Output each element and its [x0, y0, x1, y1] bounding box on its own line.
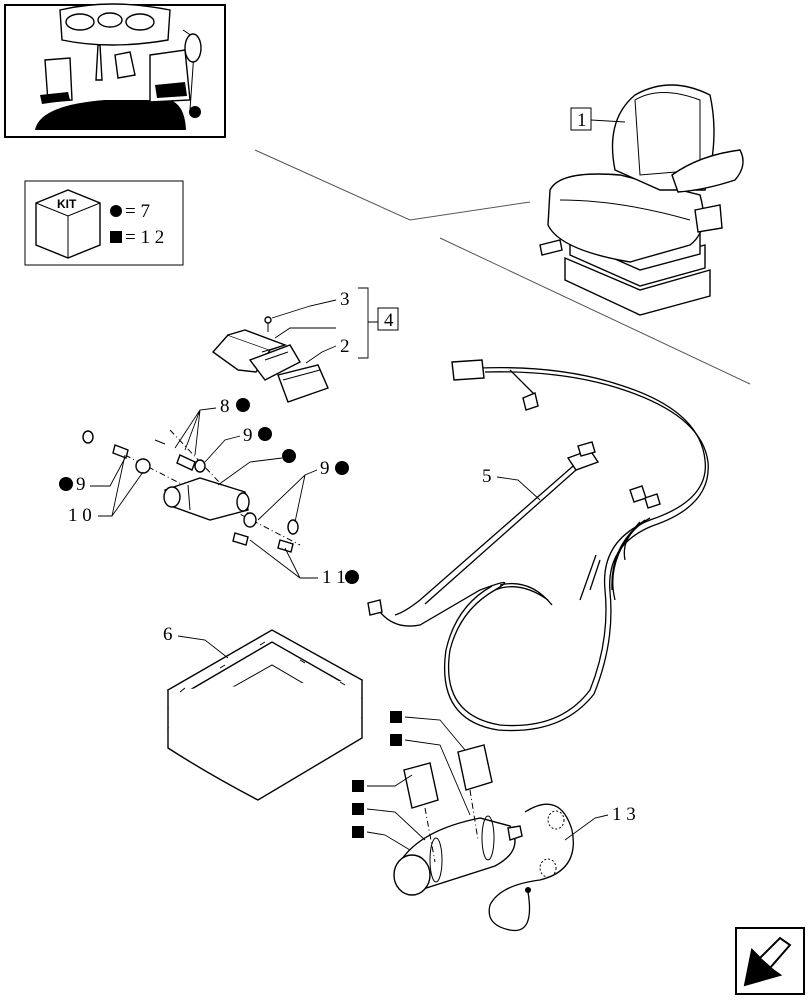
footrest-bracket[interactable] [211, 316, 301, 381]
callout-1: 1 [570, 107, 626, 131]
seat-bellows[interactable] [166, 629, 364, 801]
footrest-pad[interactable] [277, 364, 329, 403]
callout-4: 4 [358, 287, 399, 359]
callout-unlabeled-dot [217, 449, 296, 486]
callout-9a: 9 [204, 425, 272, 463]
svg-text:5: 5 [482, 466, 492, 487]
square-markers [352, 711, 471, 851]
square-marker-icon [352, 826, 364, 838]
svg-text:9: 9 [76, 474, 86, 495]
circle-marker-icon [59, 477, 73, 491]
shock-absorber-kit[interactable] [82, 429, 301, 553]
svg-text:1 1: 1 1 [322, 567, 346, 588]
svg-text:9: 9 [243, 425, 253, 446]
callout-5: 5 [482, 466, 541, 501]
circle-marker-icon [110, 205, 122, 217]
square-marker-icon [390, 711, 402, 723]
square-legend-value: = 1 2 [125, 227, 164, 248]
square-marker-icon [352, 780, 364, 792]
wiring-harness[interactable] [367, 359, 709, 732]
svg-text:9: 9 [320, 458, 330, 479]
callout-13: 1 3 [564, 804, 636, 841]
arrow-down-left-icon [743, 936, 792, 987]
callout-9b: 9 [257, 458, 349, 523]
circle-marker-icon [236, 398, 250, 412]
thumbnail-frame[interactable] [4, 3, 226, 138]
callout-6: 6 [163, 624, 229, 659]
square-marker-icon [352, 803, 364, 815]
callout-3: 3 [271, 289, 350, 319]
square-marker-icon [390, 734, 402, 746]
kit-label: KIT [57, 197, 77, 211]
circle-marker-icon [258, 427, 272, 441]
callout-11: 1 1 [249, 539, 359, 588]
nav-button[interactable] [735, 927, 805, 995]
svg-text:1 0: 1 0 [68, 505, 92, 526]
cable[interactable] [488, 803, 574, 932]
callout-2: 2 [274, 327, 350, 364]
circle-marker-icon [345, 570, 359, 584]
seat-assembly[interactable] [539, 84, 744, 316]
square-marker-icon [110, 231, 122, 243]
svg-text:1 3: 1 3 [612, 804, 636, 825]
svg-text:6: 6 [163, 624, 173, 645]
circle-legend-value: = 7 [125, 201, 150, 222]
svg-text:8: 8 [220, 396, 230, 417]
circle-marker-icon [335, 461, 349, 475]
svg-text:2: 2 [340, 336, 350, 357]
kit-box-icon [35, 189, 101, 259]
callout-9c: 9 [59, 457, 126, 495]
kit-legend: KIT = 7 = 1 2 [24, 180, 184, 266]
svg-text:4: 4 [384, 310, 394, 331]
circle-marker-icon [282, 449, 296, 463]
svg-text:3: 3 [340, 289, 350, 310]
callout-10: 1 0 [68, 454, 144, 526]
callout-8: 8 [174, 396, 250, 456]
svg-text:1: 1 [577, 110, 587, 131]
section-lines [254, 149, 751, 385]
cylinder-assembly[interactable] [393, 744, 523, 896]
tractor-cab-pedals-icon [35, 3, 202, 130]
